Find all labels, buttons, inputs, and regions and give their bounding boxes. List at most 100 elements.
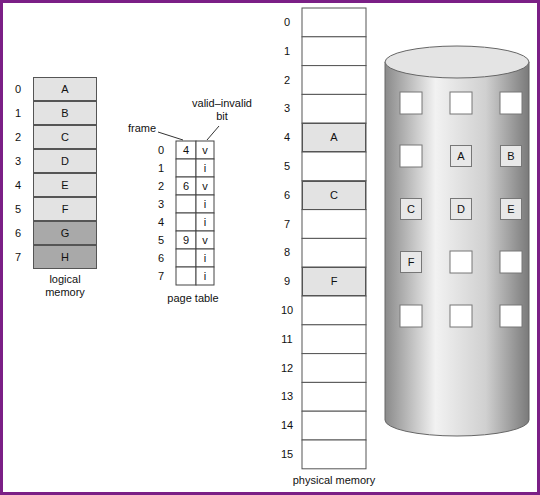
page-number: 7	[10, 251, 26, 264]
page-number: 4	[152, 216, 170, 229]
memory-frame	[302, 267, 366, 296]
frame-number: 14	[276, 419, 298, 432]
page-table-cell	[196, 195, 214, 213]
node-label: D	[457, 203, 465, 216]
valid-bit: v	[196, 180, 214, 193]
page-table-cell	[176, 159, 196, 177]
valid-bit: i	[196, 198, 214, 211]
memory-frame	[302, 210, 366, 239]
page-table-cell	[176, 141, 196, 159]
node-label: C	[330, 189, 338, 202]
page-number: 1	[10, 107, 26, 120]
memory-frame	[302, 123, 366, 152]
logical-page: H	[33, 245, 97, 269]
frame-number: 4	[176, 144, 196, 157]
memory-frame	[302, 238, 366, 267]
disk-empty-slots	[400, 92, 522, 327]
page-number: 7	[152, 270, 170, 283]
valid-bit: i	[196, 216, 214, 229]
memory-frame	[302, 440, 366, 469]
disk-slot	[500, 305, 522, 327]
node-label: F	[331, 275, 338, 288]
memory-frame	[302, 181, 366, 210]
page-number: 3	[10, 155, 26, 168]
memory-frame	[302, 325, 366, 354]
disk-block: A	[450, 145, 472, 167]
node-label: F	[62, 203, 69, 216]
column-label: valid–invalid bit	[192, 97, 252, 123]
page-number: 6	[152, 252, 170, 265]
page-number: 4	[10, 179, 26, 192]
node-label: G	[61, 227, 70, 240]
page-number: 2	[152, 180, 170, 193]
logical-page: G	[33, 221, 97, 245]
page-table-cell	[196, 231, 214, 249]
disk-slot	[400, 305, 422, 327]
caption-label: physical memory	[289, 474, 379, 487]
caption-label: logical memory	[35, 273, 95, 299]
page-table-cell	[176, 267, 196, 285]
disk-top	[385, 46, 529, 78]
disk-block: D	[450, 198, 472, 220]
memory-frame	[302, 411, 366, 440]
valid-bit: v	[196, 144, 214, 157]
frame-number: 5	[276, 160, 298, 173]
frame-number: 12	[276, 362, 298, 375]
frame-number: 0	[276, 16, 298, 29]
frame-number: 13	[276, 390, 298, 403]
frame-number: 6	[276, 189, 298, 202]
page-table-cell	[196, 213, 214, 231]
frame-number: 1	[276, 45, 298, 58]
memory-frame	[302, 296, 366, 325]
page-number: 5	[152, 234, 170, 247]
memory-frame	[302, 37, 366, 66]
leader-line	[207, 126, 219, 140]
page-number: 0	[152, 144, 170, 157]
memory-frame	[302, 66, 366, 95]
memory-frame	[302, 8, 366, 37]
node-label: B	[507, 150, 514, 163]
page-table-cell	[176, 195, 196, 213]
valid-bit: i	[196, 162, 214, 175]
logical-page: D	[33, 149, 97, 173]
page-table-cell	[176, 177, 196, 195]
frame-number: 3	[276, 102, 298, 115]
memory-frame	[302, 354, 366, 383]
disk-block: C	[400, 198, 422, 220]
page-table-cell	[196, 249, 214, 267]
disk-slot	[500, 92, 522, 114]
frame-number: 9	[276, 275, 298, 288]
page-number: 6	[10, 227, 26, 240]
page-table-cell	[196, 141, 214, 159]
caption-label: page table	[158, 292, 228, 305]
logical-page: C	[33, 125, 97, 149]
memory-frame: A	[302, 123, 366, 152]
page-number: 5	[10, 203, 26, 216]
node-label: E	[61, 179, 68, 192]
frame-number: 8	[276, 246, 298, 259]
frame-number: 9	[176, 234, 196, 247]
node-label: A	[457, 150, 464, 163]
page-number: 3	[152, 198, 170, 211]
frame-number: 4	[276, 131, 298, 144]
page-table-grid	[176, 141, 214, 285]
logical-page: F	[33, 197, 97, 221]
valid-bit: v	[196, 234, 214, 247]
node-label: H	[61, 251, 69, 264]
node-label: C	[407, 203, 415, 216]
node-label: B	[61, 107, 68, 120]
logical-page: A	[33, 77, 97, 101]
disk-block: F	[400, 251, 422, 273]
node-label: F	[408, 256, 415, 269]
page-table-cell	[196, 177, 214, 195]
memory-frame: F	[302, 267, 366, 296]
disk-slot	[450, 92, 472, 114]
column-label: frame	[124, 122, 160, 135]
page-number: 2	[10, 131, 26, 144]
logical-page: E	[33, 173, 97, 197]
disk-slot	[450, 305, 472, 327]
frame-number: 6	[176, 180, 196, 193]
page-table-cell	[176, 231, 196, 249]
disk-slot	[450, 251, 472, 273]
